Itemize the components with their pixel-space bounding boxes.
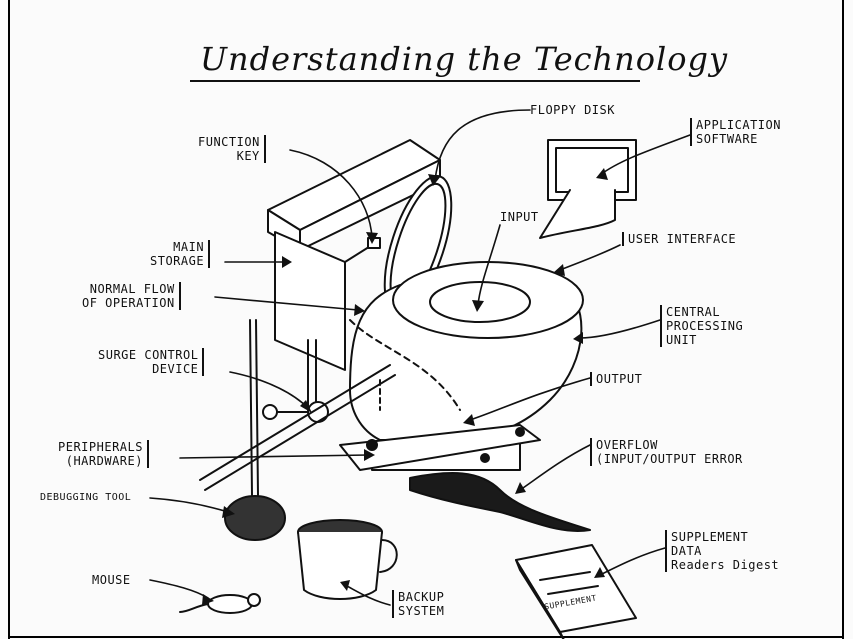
label-main-storage: MAIN STORAGE: [150, 240, 210, 268]
label-debugging-tool: DEBUGGING TOOL: [40, 491, 131, 505]
label-cpu: CENTRAL PROCESSING UNIT: [660, 305, 743, 347]
label-supplement-data: SUPPLEMENT DATA Readers Digest: [665, 530, 779, 572]
label-function-key: FUNCTION KEY: [198, 135, 266, 163]
label-surge-control: SURGE CONTROL DEVICE: [98, 348, 204, 376]
label-normal-flow: NORMAL FLOW OF OPERATION: [82, 282, 181, 310]
mouse-icon: [180, 594, 260, 613]
label-backup-system: BACKUP SYSTEM: [392, 590, 444, 618]
plunger-icon: [225, 320, 285, 540]
overflow-puddle: [410, 473, 590, 531]
label-output: OUTPUT: [590, 372, 642, 386]
label-floppy-disk: FLOPPY DISK: [530, 103, 615, 117]
toilet-paper-icon: [540, 140, 636, 238]
label-peripherals: PERIPHERALS (HARDWARE): [58, 440, 149, 468]
label-application-software: APPLICATION SOFTWARE: [690, 118, 781, 146]
book-icon: [516, 545, 636, 639]
label-user-interface: USER INTERFACE: [622, 232, 736, 246]
label-input: INPUT: [500, 210, 539, 224]
label-mouse: MOUSE: [92, 573, 131, 587]
label-overflow: OVERFLOW (INPUT/OUTPUT ERROR: [590, 438, 743, 466]
